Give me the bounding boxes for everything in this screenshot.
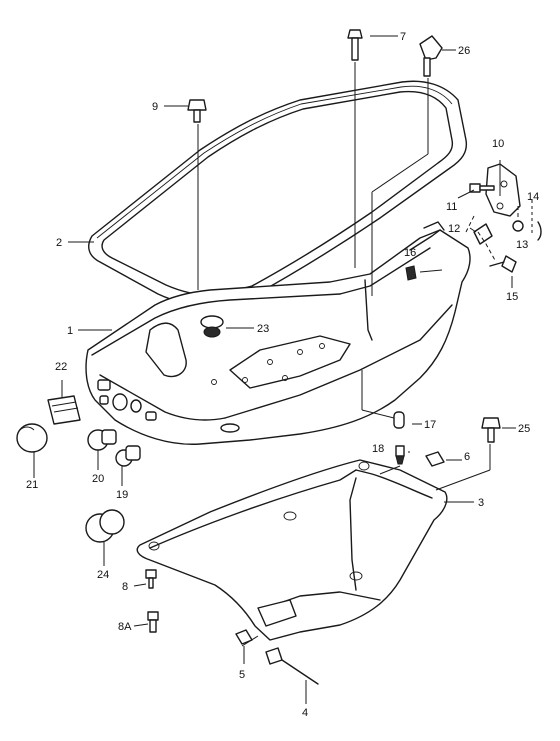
label-25: 25 bbox=[518, 423, 530, 435]
screw-18-part bbox=[395, 445, 405, 465]
label-20: 20 bbox=[92, 473, 104, 485]
nut-5-part bbox=[235, 629, 253, 645]
clip-14-part bbox=[537, 221, 542, 241]
lower-pan-part bbox=[136, 459, 448, 641]
label-18: 18 bbox=[372, 443, 384, 455]
plug-17-part bbox=[393, 411, 405, 429]
label-12: 12 bbox=[448, 223, 460, 235]
label-8: 8 bbox=[122, 581, 128, 593]
grommet-16-part bbox=[405, 265, 417, 281]
seal-ring-part bbox=[88, 80, 468, 306]
label-21: 21 bbox=[26, 479, 38, 491]
label-16: 16 bbox=[404, 247, 416, 259]
bolt-9-part bbox=[187, 99, 207, 123]
label-2: 2 bbox=[56, 237, 62, 249]
label-5: 5 bbox=[239, 669, 245, 681]
label-17: 17 bbox=[424, 419, 436, 431]
label-11: 11 bbox=[446, 201, 457, 213]
label-7: 7 bbox=[400, 31, 406, 43]
label-19: 19 bbox=[116, 489, 128, 501]
label-23: 23 bbox=[257, 323, 269, 335]
bolt-4-part bbox=[265, 647, 319, 685]
nut-6-part bbox=[425, 451, 445, 467]
bolt-8a-part bbox=[147, 611, 159, 633]
bolt-25-part bbox=[481, 417, 501, 443]
label-15: 15 bbox=[506, 291, 518, 303]
label-26: 26 bbox=[458, 45, 470, 57]
label-13: 13 bbox=[516, 239, 528, 251]
label-22: 22 bbox=[55, 361, 67, 373]
projection-lines bbox=[197, 62, 533, 647]
pad-22-part bbox=[47, 395, 81, 425]
label-8a: 8A bbox=[118, 621, 132, 633]
label-24: 24 bbox=[97, 569, 109, 581]
label-6: 6 bbox=[464, 451, 470, 463]
label-10: 10 bbox=[492, 138, 504, 150]
lower-cowling-part bbox=[85, 221, 471, 445]
knob-26-part bbox=[419, 35, 443, 77]
grommet-19-part bbox=[115, 445, 141, 467]
label-1: 1 bbox=[67, 325, 73, 337]
screw-15-part bbox=[489, 255, 517, 273]
cap-23-part bbox=[200, 315, 224, 338]
bolt-8-part bbox=[145, 569, 157, 589]
label-4: 4 bbox=[302, 707, 308, 719]
label-3: 3 bbox=[478, 497, 484, 509]
cap-21-part bbox=[16, 423, 48, 453]
grommet-24-part bbox=[85, 509, 125, 543]
label-14: 14 bbox=[527, 191, 539, 203]
bolt-7-part bbox=[347, 29, 363, 61]
hinge-bracket-part bbox=[473, 163, 521, 245]
leader-lines bbox=[33, 35, 516, 704]
label-9: 9 bbox=[152, 101, 158, 113]
bolt-11-part bbox=[469, 183, 495, 193]
washer-13-part bbox=[512, 220, 524, 232]
grommet-20-part bbox=[87, 429, 117, 451]
